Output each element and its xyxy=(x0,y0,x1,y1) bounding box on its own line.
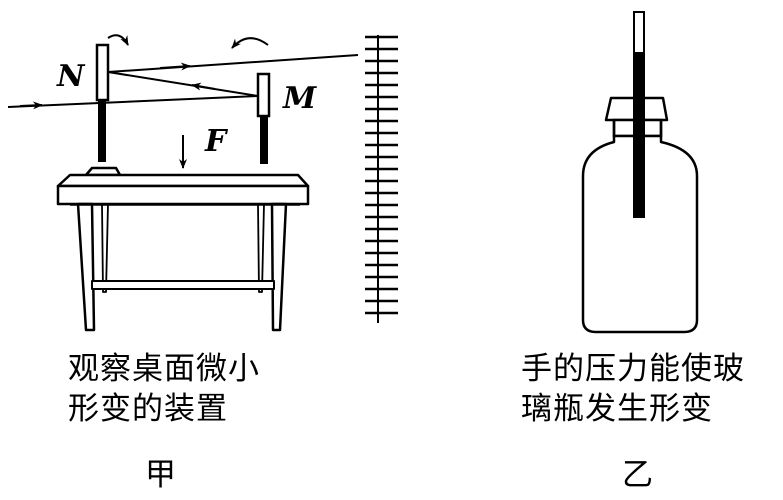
scale-ruler xyxy=(365,35,398,323)
mirror-m xyxy=(256,72,271,164)
caption-jia: 观察桌面微小 形变的装置 xyxy=(68,349,260,429)
caption-jia-line1: 观察桌面微小 xyxy=(68,351,260,387)
caption-yi: 手的压力能使玻 璃瓶发生形变 xyxy=(521,349,745,429)
glass-bottle xyxy=(581,11,699,334)
caption-yi-line1: 手的压力能使玻 xyxy=(521,351,745,387)
liquid-column xyxy=(635,52,643,217)
panel-label-jia: 甲 xyxy=(145,457,176,493)
caption-yi-line2: 璃瓶发生形变 xyxy=(521,391,713,427)
table xyxy=(56,166,310,332)
rotation-arrows xyxy=(107,34,269,49)
panel-label-yi: 乙 xyxy=(622,457,653,493)
desk-apparatus: N M F xyxy=(7,34,398,332)
caption-jia-line2: 形变的装置 xyxy=(68,391,228,427)
label-n: N xyxy=(56,59,86,94)
label-f: F xyxy=(204,124,229,159)
bottle-body xyxy=(581,134,699,334)
label-m: M xyxy=(282,81,317,116)
light-ray xyxy=(7,54,359,110)
